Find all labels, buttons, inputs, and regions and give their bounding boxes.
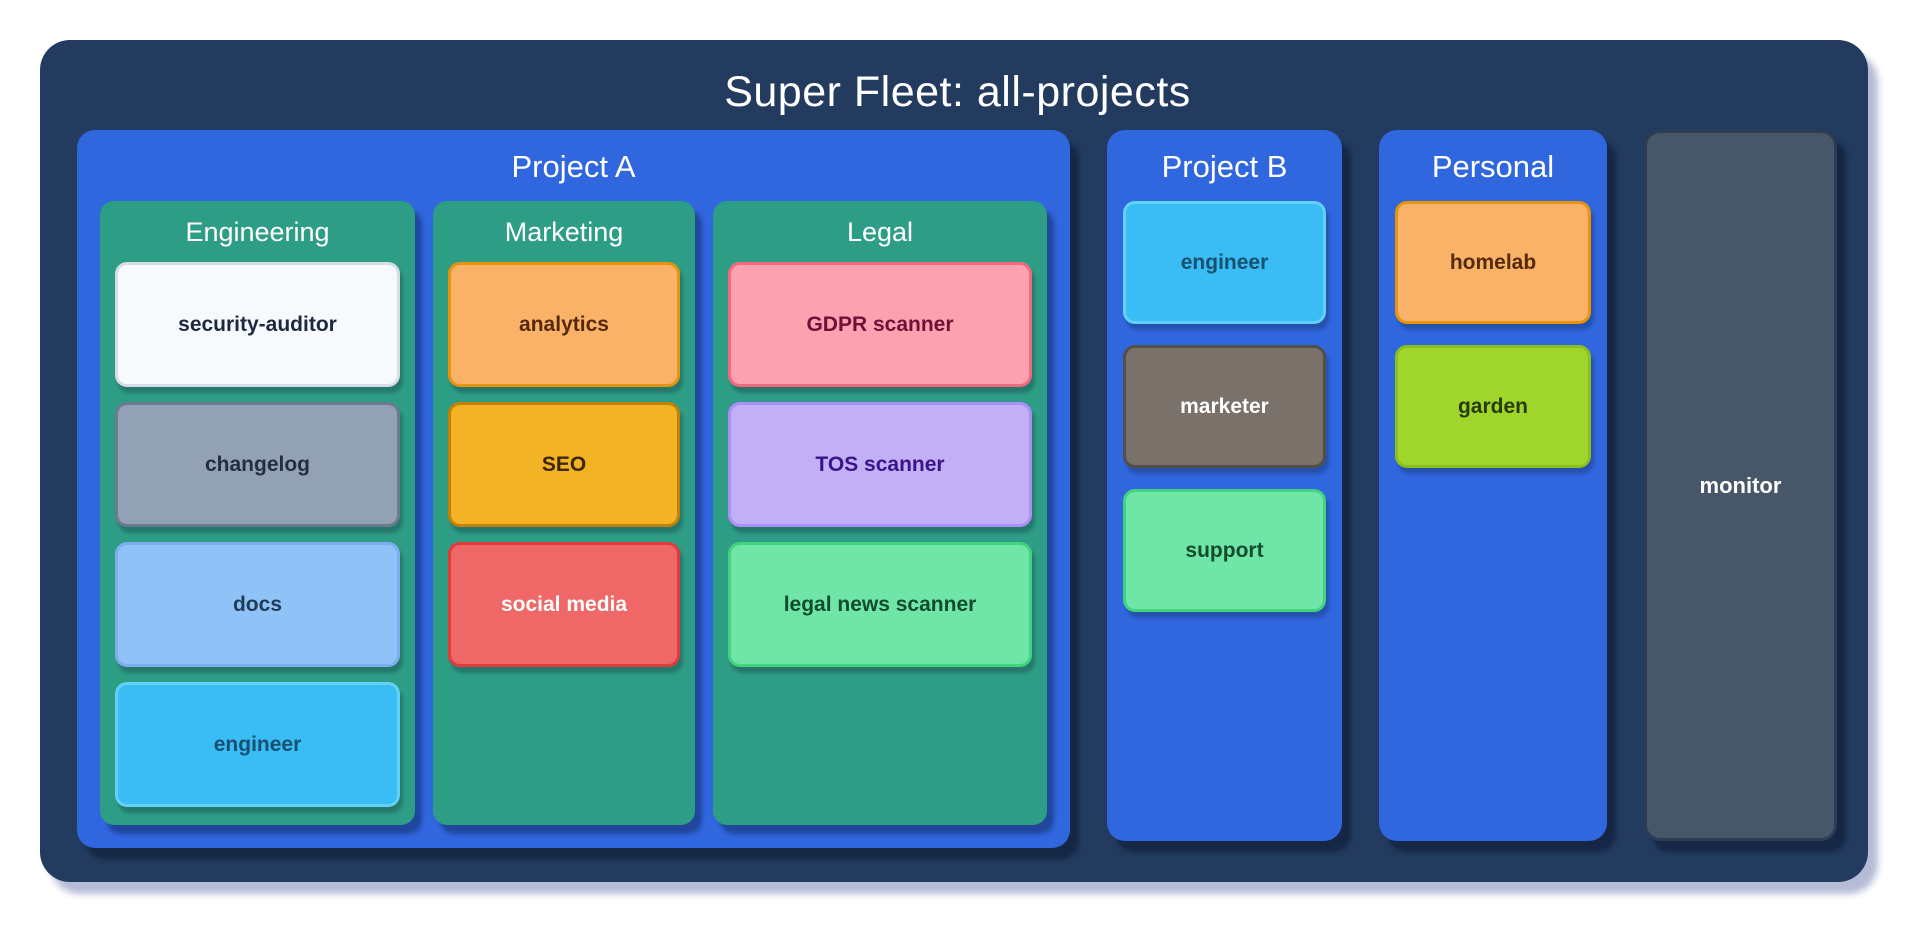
agent-tos-scanner: TOS scanner (728, 402, 1032, 527)
agent-homelab: homelab (1395, 201, 1591, 324)
agent-legal-news-scanner: legal news scanner (728, 542, 1032, 667)
group-project-a: Project A Engineering security-auditor c… (77, 130, 1070, 848)
group-personal-title: Personal (1431, 149, 1555, 184)
agent-engineer-project-b: engineer (1123, 201, 1326, 324)
agent-support: support (1123, 489, 1326, 612)
agent-monitor: monitor (1644, 130, 1837, 841)
group-project-b-title: Project B (1161, 149, 1288, 184)
fleet-title: Super Fleet: all-projects (724, 68, 1191, 116)
agent-engineer-project-a: engineer (115, 682, 400, 807)
agent-security-auditor: security-auditor (115, 262, 400, 387)
agent-changelog: changelog (115, 402, 400, 527)
agent-garden: garden (1395, 345, 1591, 468)
team-legal-title: Legal (846, 217, 914, 247)
group-personal: Personal homelab garden (1379, 130, 1607, 841)
fleet-row: Project A Engineering security-auditor c… (77, 130, 1838, 848)
agent-seo: SEO (448, 402, 680, 527)
agent-docs: docs (115, 542, 400, 667)
agent-analytics: analytics (448, 262, 680, 387)
agent-gdpr-scanner: GDPR scanner (728, 262, 1032, 387)
fleet-container: Super Fleet: all-projects Project A Engi… (40, 40, 1868, 882)
team-engineering: Engineering security-auditor changelog d… (100, 201, 415, 825)
team-marketing: Marketing analytics SEO social media (433, 201, 695, 825)
project-a-columns: Engineering security-auditor changelog d… (100, 201, 1047, 825)
group-project-b: Project B engineer marketer support (1107, 130, 1342, 841)
agent-social-media: social media (448, 542, 680, 667)
team-engineering-title: Engineering (185, 217, 330, 247)
group-project-a-title: Project A (511, 149, 636, 184)
agent-marketer: marketer (1123, 345, 1326, 468)
team-legal: Legal GDPR scanner TOS scanner legal new… (713, 201, 1047, 825)
team-marketing-title: Marketing (504, 217, 624, 247)
